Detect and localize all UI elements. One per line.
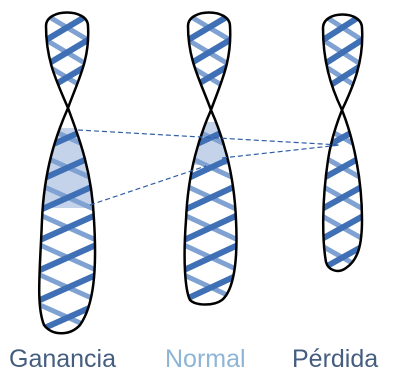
loss-helix [320, 15, 365, 270]
loss-label: Pérdida [292, 344, 378, 374]
normal-label: Normal [165, 344, 246, 374]
chromosome-normal [180, 13, 240, 305]
chromosome-loss [320, 15, 365, 271]
chromosome-gain [30, 13, 110, 334]
gain-label: Ganancia [9, 344, 116, 374]
normal-highlight-region [180, 122, 240, 165]
dashed-line-normal-bottom [222, 145, 340, 158]
